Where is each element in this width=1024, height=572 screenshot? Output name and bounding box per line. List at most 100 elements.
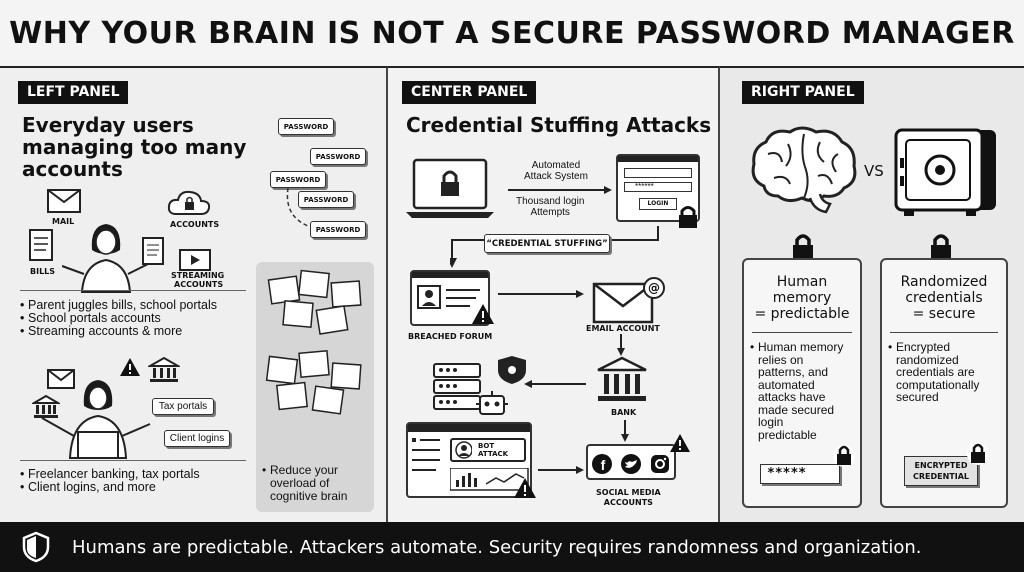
reduce-note: Reduce your overload of cognitive brain	[262, 464, 347, 503]
bank-icon	[597, 356, 647, 401]
arrow-right	[498, 290, 584, 298]
badge-line: CREDENTIAL	[912, 472, 970, 481]
arrow-right	[538, 466, 584, 474]
center-panel-heading: Credential Stuffing Attacks	[406, 113, 712, 137]
card-bullet-line: Encrypted	[888, 341, 1006, 354]
bullet-item: Streaming accounts & more	[20, 325, 217, 339]
window-bar	[618, 156, 698, 162]
bot-attack-label: BOT ATTACK	[478, 442, 509, 458]
arrow-down	[617, 334, 625, 356]
lock-icon	[967, 443, 989, 465]
person-icon	[41, 380, 151, 459]
left-panel: LEFT PANEL Everyday users managing too m…	[0, 66, 388, 522]
lock-icon	[793, 234, 813, 260]
left-panel-heading: Everyday users managing too many account…	[22, 114, 246, 180]
social-line-1: SOCIAL MEDIA	[596, 488, 661, 497]
bullet-item: Freelancer banking, tax portals	[20, 468, 200, 482]
window-bar	[408, 424, 530, 432]
card-bullet-line: credentials are	[896, 365, 975, 379]
reduce-line: cognitive brain	[270, 489, 348, 503]
streaming-label-line-1: STREAMING	[171, 271, 225, 280]
breached-forum-window	[410, 270, 490, 326]
bills-label: BILLS	[30, 267, 56, 276]
divider	[20, 290, 246, 291]
tax-portals-pill: Tax portals	[152, 398, 214, 415]
safe-icon	[894, 128, 996, 216]
card-title-line: Randomized	[900, 274, 988, 290]
envelope-icon	[47, 369, 75, 389]
accounts-label: ACCOUNTS	[170, 220, 220, 229]
sidebar-lines	[412, 438, 440, 471]
streaming-label: STREAMING ACCOUNTS	[171, 271, 224, 289]
shield-icon	[22, 531, 50, 563]
card-bullet-line: made secured	[758, 402, 835, 417]
reduce-line: overload of	[270, 476, 330, 490]
laptop-icon	[406, 158, 494, 218]
card-bullet-line: attacks have	[758, 390, 826, 404]
freelancer-bullets: Freelancer banking, tax portals Client l…	[20, 468, 200, 495]
login-button: LOGIN	[639, 198, 677, 210]
streaming-label-line-2: ACCOUNTS	[174, 280, 224, 289]
credential-stuffing-label: “CREDENTIAL STUFFING”	[484, 234, 610, 253]
facebook-icon: f	[592, 454, 613, 474]
automated-label: Automated Attack System	[524, 160, 588, 182]
card-bullets: Human memory relies on patterns, and aut…	[750, 341, 860, 441]
connector-line	[286, 187, 309, 227]
automated-line-2: Attack System	[524, 171, 588, 182]
social-media-window: f	[586, 444, 676, 480]
card-title-line: Human	[776, 274, 828, 290]
left-heading-line-2: managing too many	[22, 135, 247, 159]
password-field: ******	[624, 182, 692, 192]
password-pill: PASSWORD	[310, 148, 366, 165]
window-bar	[412, 272, 488, 278]
card-title-line: = secure	[912, 306, 976, 322]
password-pill: PASSWORD	[298, 191, 354, 208]
password-pill: PASSWORD	[270, 171, 326, 188]
card-bullet-line: relies on	[758, 352, 804, 367]
person-icon	[62, 224, 149, 293]
divider	[890, 332, 998, 333]
breached-forum-label: BREACHED FORUM	[408, 332, 493, 341]
card-bullet-line: computationally	[896, 377, 980, 392]
divider	[752, 332, 852, 333]
card-bullet-line: patterns, and	[758, 365, 829, 379]
bank-icon	[32, 394, 60, 418]
warning-icon	[514, 478, 536, 498]
sticky-notes-illustration	[265, 269, 362, 415]
parent-bullets: Parent juggles bills, school portals Sch…	[20, 299, 217, 339]
right-panel: RIGHT PANEL VS Human memory = predictabl…	[720, 66, 1024, 522]
automated-line-1: Automated	[531, 160, 581, 171]
avatar-icon	[455, 441, 473, 459]
badge-line: ENCRYPTED	[914, 461, 968, 470]
card-title-line: memory	[772, 290, 832, 306]
lock-icon	[931, 234, 951, 260]
at-icon: @	[648, 281, 660, 295]
lock-icon	[679, 206, 697, 228]
card-bullet-line: randomized	[896, 352, 959, 367]
arrow-down	[621, 420, 629, 442]
reduce-line: Reduce your	[262, 464, 347, 478]
vs-label: VS	[864, 162, 884, 180]
right-panel-tag: RIGHT PANEL	[742, 81, 864, 104]
bullet-item: Parent juggles bills, school portals	[20, 299, 217, 313]
robot-icon	[476, 391, 508, 415]
svg-text:f: f	[601, 457, 606, 473]
card-bullets: Encrypted randomized credentials are com…	[888, 341, 1006, 404]
cloud-icon	[167, 190, 211, 215]
left-heading-line-3: accounts	[22, 157, 123, 181]
thousand-label: Thousand login Attempts	[516, 196, 584, 218]
twitter-icon	[620, 454, 641, 474]
warning-icon	[472, 304, 494, 324]
sticky-notes-box: Reduce your overload of cognitive brain	[256, 262, 374, 512]
email-account-label: EMAIL ACCOUNT	[586, 324, 660, 333]
card-title-line: = predictable	[754, 306, 850, 322]
warning-icon	[120, 358, 140, 376]
arrow-left	[524, 380, 586, 388]
encrypted-credential-badge: ENCRYPTED CREDENTIAL	[904, 456, 978, 486]
login-window: ****** LOGIN	[616, 154, 700, 222]
password-pill: PASSWORD	[310, 221, 366, 238]
card-title: Randomized credentials = secure	[882, 274, 1006, 322]
chart-icon	[450, 468, 529, 491]
page-title: WHY YOUR BRAIN IS NOT A SECURE PASSWORD …	[0, 0, 1024, 66]
server-icon	[433, 356, 526, 410]
